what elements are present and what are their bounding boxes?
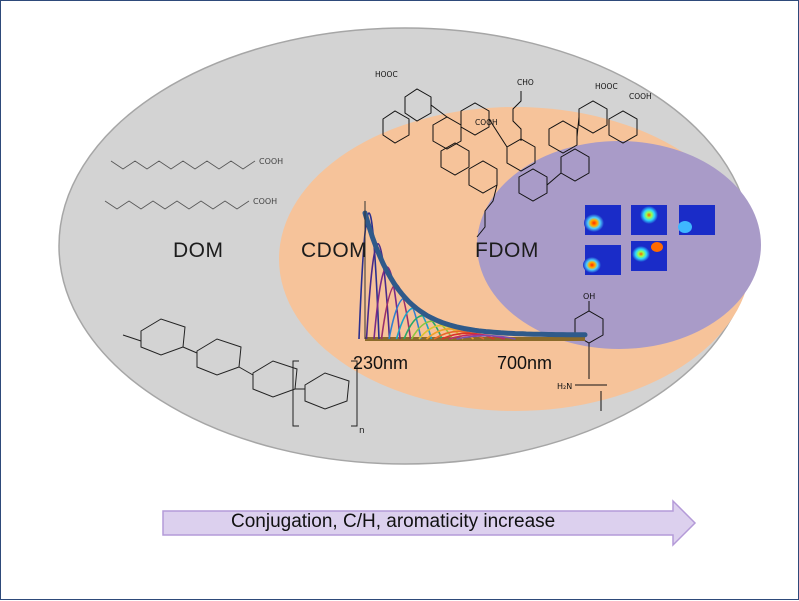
eem-thumbnails — [583, 205, 715, 275]
lipid-chain-1-end: COOH — [259, 157, 283, 166]
spectrum-min-label: 230nm — [353, 353, 409, 373]
cdom-label: CDOM — [301, 239, 368, 262]
lignin-acid-1: HOOC — [375, 70, 398, 79]
spectrum-band-curve — [433, 330, 485, 340]
lipid-structures — [104, 160, 256, 210]
dom-label: DOM — [173, 239, 224, 262]
spectrum-band-curve — [441, 332, 495, 340]
polysaccharide-structure — [122, 318, 358, 427]
fdom-label: FDOM — [475, 239, 539, 262]
trend-arrow — [162, 499, 697, 547]
absorbance-spectrum — [358, 201, 588, 341]
spectrum-band-curve — [358, 212, 380, 340]
spectrum-max-label: 700nm — [497, 353, 553, 373]
eem-thumbnail — [678, 205, 715, 235]
lignin-acid-4: COOH — [475, 118, 498, 127]
eem-thumbnail — [631, 205, 667, 235]
eem-thumbnail — [631, 241, 667, 271]
eem-thumbnail — [584, 205, 621, 235]
spectrum-band-curve — [365, 243, 391, 340]
spectrum-band-curve — [418, 324, 464, 340]
tyrosine-hydroxyl: OH — [583, 292, 595, 301]
trend-arrow-label-area: Conjugation, C/H, aromaticity increase — [159, 499, 699, 545]
lignin-acid-3: COOH — [629, 92, 652, 101]
eem-thumbnail — [583, 245, 621, 275]
humic-molecule-structure — [382, 88, 638, 238]
lignin-acid-2: HOOC — [595, 82, 618, 91]
spectrum-band-curve — [456, 334, 516, 340]
tyrosine-amine: H₂N — [557, 382, 572, 391]
lipid-chain-2-end: COOH — [253, 197, 277, 206]
spectrum-band-curve — [448, 333, 506, 340]
sugar-aldehyde: CHO — [517, 78, 534, 87]
polysaccharide-repeat-n: n — [359, 426, 365, 436]
spectrum-envelope — [362, 210, 588, 338]
trend-arrow-text: Conjugation, C/H, aromaticity increase — [231, 511, 556, 532]
